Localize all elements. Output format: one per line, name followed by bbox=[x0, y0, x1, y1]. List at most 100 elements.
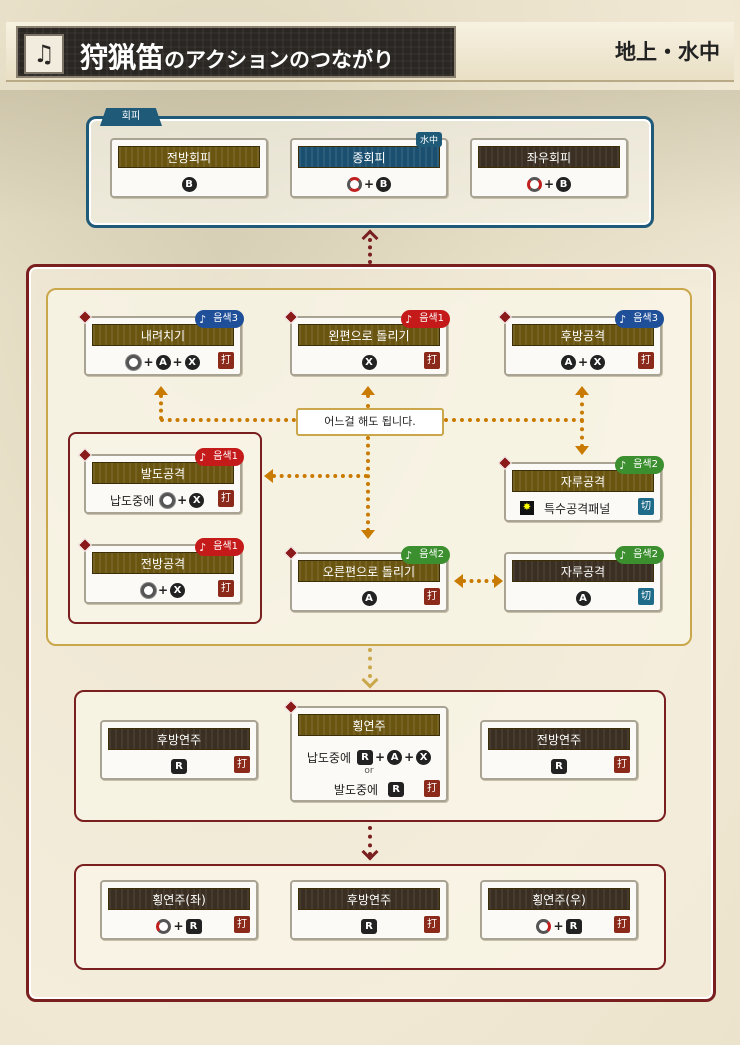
note-badge: ♪음색3 bbox=[615, 310, 664, 328]
action-title: 왼편으로 돌리기 bbox=[298, 324, 440, 346]
evade-tab: 회피 bbox=[100, 108, 162, 126]
action-card-vertical-evade[interactable]: 종회피 水中 +B bbox=[290, 132, 448, 198]
action-input: A bbox=[506, 587, 660, 609]
action-title: 횡연주 bbox=[298, 714, 440, 736]
r-button-icon: R bbox=[185, 918, 202, 934]
stick-icon bbox=[126, 354, 142, 370]
connector-line bbox=[159, 394, 163, 420]
damage-type-icon: 打 bbox=[218, 580, 234, 597]
damage-type-icon: 打 bbox=[638, 352, 654, 369]
arrow-right-icon bbox=[494, 574, 503, 588]
damage-type-icon: 切 bbox=[638, 588, 654, 605]
a-button-icon: A bbox=[387, 749, 403, 765]
action-input: +X bbox=[86, 579, 240, 601]
page-header: ♫ 狩猟笛のアクションのつながり 地上・水中 bbox=[6, 22, 734, 82]
action-title: 후방공격 bbox=[512, 324, 654, 346]
action-card-shaft-attack-1[interactable]: 자루공격 ♪음색2 ✸특수공격패널 切 bbox=[497, 455, 664, 522]
stick-left-icon bbox=[156, 918, 172, 934]
action-card-right-swing[interactable]: 오른편으로 돌리기 ♪음색2 A 打 bbox=[283, 545, 450, 612]
action-title: 후방연주 bbox=[298, 888, 440, 910]
environment-label: 地上・水中 bbox=[615, 39, 720, 64]
action-card-back-recital[interactable]: 후방연주 R 打 bbox=[100, 720, 258, 780]
page-title: 狩猟笛のアクションのつながり bbox=[80, 41, 394, 74]
action-card-side-evade[interactable]: 좌우회피 +B bbox=[470, 138, 628, 198]
action-card-back-strike[interactable]: 후방공격 ♪음색3 A+X 打 bbox=[497, 309, 664, 376]
arrow-left-icon bbox=[264, 469, 273, 483]
action-card-left-swing[interactable]: 왼편으로 돌리기 ♪음색1 X 打 bbox=[283, 309, 450, 376]
action-input: R bbox=[102, 755, 256, 777]
stick-right-icon bbox=[536, 918, 552, 934]
note-badge: ♪음색3 bbox=[195, 310, 244, 328]
a-button-icon: A bbox=[361, 590, 377, 606]
action-card-back-recital-followup[interactable]: 후방연주 R 打 bbox=[290, 880, 448, 940]
or-label: or bbox=[364, 766, 374, 776]
damage-type-icon: 打 bbox=[424, 780, 440, 797]
connector-line bbox=[580, 394, 584, 448]
action-title: 횡연주(우) bbox=[488, 888, 630, 910]
arrow-down-icon bbox=[361, 530, 375, 539]
r-button-icon: R bbox=[361, 918, 377, 934]
title-bar: ♫ 狩猟笛のアクションのつながり bbox=[16, 26, 456, 78]
action-input: +R bbox=[482, 915, 636, 937]
stick-icon bbox=[140, 582, 156, 598]
r-button-icon: R bbox=[171, 758, 187, 774]
action-card-front-recital[interactable]: 전방연주 R 打 bbox=[480, 720, 638, 780]
connector-line bbox=[366, 394, 370, 408]
action-title: 자루공격 bbox=[512, 560, 654, 582]
connector-line bbox=[462, 579, 496, 583]
r-button-icon: R bbox=[551, 758, 567, 774]
action-input: R bbox=[292, 915, 446, 937]
b-button-icon: B bbox=[181, 176, 197, 192]
note-badge: ♪음색1 bbox=[401, 310, 450, 328]
action-input: A bbox=[292, 587, 446, 609]
stick-icon bbox=[160, 492, 176, 508]
damage-type-icon: 打 bbox=[614, 916, 630, 933]
a-button-icon: A bbox=[575, 590, 591, 606]
damage-type-icon: 切 bbox=[638, 498, 654, 515]
damage-type-icon: 打 bbox=[614, 756, 630, 773]
action-card-forward-attack[interactable]: 전방공격 ♪음색1 +X 打 bbox=[77, 537, 244, 604]
connector-line bbox=[368, 238, 372, 264]
hunting-horn-icon: ♫ bbox=[24, 34, 64, 74]
action-title: 전방연주 bbox=[488, 728, 630, 750]
damage-type-icon: 打 bbox=[234, 756, 250, 773]
action-title: 종회피 bbox=[298, 146, 440, 168]
action-input: +B bbox=[472, 173, 626, 195]
action-card-forward-evade[interactable]: 전방회피 B bbox=[110, 138, 268, 198]
any-action-label: 어느걸 해도 됩니다. bbox=[296, 408, 444, 436]
b-button-icon: B bbox=[556, 176, 572, 192]
note-badge: ♪음색2 bbox=[615, 546, 664, 564]
action-card-side-recital-right[interactable]: 횡연주(우) +R 打 bbox=[480, 880, 638, 940]
note-badge: ♪음색1 bbox=[195, 448, 244, 466]
connector-line bbox=[368, 648, 372, 678]
special-panel-icon: ✸ bbox=[520, 501, 534, 515]
action-card-shaft-attack-2[interactable]: 자루공격 ♪음색2 A 切 bbox=[504, 546, 664, 612]
action-title: 오른편으로 돌리기 bbox=[298, 560, 440, 582]
x-button-icon: X bbox=[189, 492, 205, 508]
damage-type-icon: 打 bbox=[218, 490, 234, 507]
arrow-down-icon bbox=[575, 446, 589, 455]
connector-line bbox=[368, 826, 372, 856]
connector-line bbox=[366, 436, 370, 532]
action-input: X bbox=[292, 351, 446, 373]
action-input: 납도중에+X bbox=[86, 489, 240, 511]
action-card-side-recital-left[interactable]: 횡연주(좌) +R 打 bbox=[100, 880, 258, 940]
action-card-draw-attack[interactable]: 발도공격 ♪음색1 납도중에+X 打 bbox=[77, 447, 244, 514]
action-input: R bbox=[482, 755, 636, 777]
a-button-icon: A bbox=[155, 354, 171, 370]
action-input: ✸특수공격패널 bbox=[506, 497, 660, 519]
action-title: 내려치기 bbox=[92, 324, 234, 346]
action-title: 전방회피 bbox=[118, 146, 260, 168]
action-title: 좌우회피 bbox=[478, 146, 620, 168]
connector-line bbox=[272, 474, 368, 478]
damage-type-icon: 打 bbox=[424, 916, 440, 933]
damage-type-icon: 打 bbox=[424, 352, 440, 369]
action-card-down-strike[interactable]: 내려치기 ♪음색3 +A+X 打 bbox=[77, 309, 244, 376]
r-button-icon: R bbox=[565, 918, 582, 934]
x-button-icon: X bbox=[361, 354, 377, 370]
damage-type-icon: 打 bbox=[218, 352, 234, 369]
connector-line bbox=[444, 418, 584, 422]
